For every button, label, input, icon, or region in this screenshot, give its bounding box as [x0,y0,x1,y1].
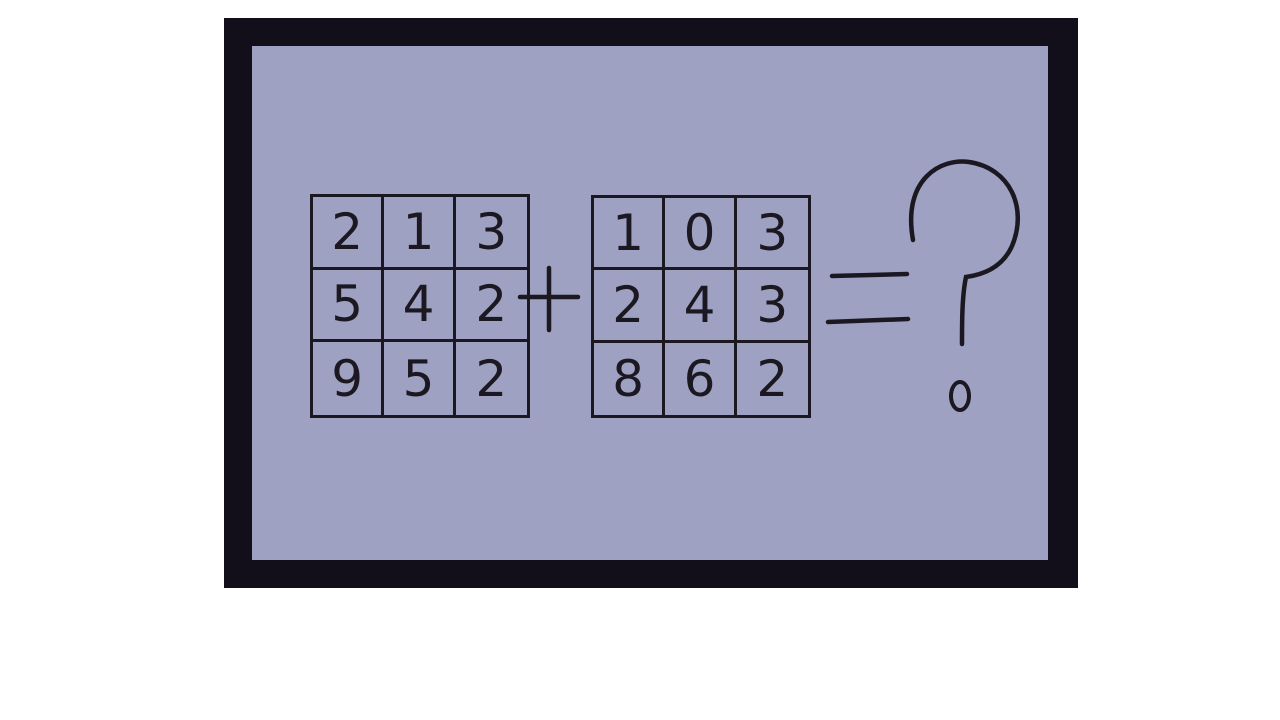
equals-sign-bottom-bar [825,316,911,325]
equation-drawing [517,159,1021,412]
question-mark-dot [949,380,971,412]
grid_right-cell-r1c2: 0 [665,198,737,271]
grid_left-cell-r2c1: 5 [313,269,385,343]
grid_right-cell-r3c2: 6 [665,342,737,415]
grid_left-cell-r3c1: 9 [313,342,385,415]
grid_left-cell-r3c2: 5 [384,342,456,415]
grid_right-cell-r2c1: 2 [594,270,666,343]
grid_left-cell-r1c3: 3 [455,197,527,270]
grid_right-cell-r3c1: 8 [594,342,666,415]
grid_right-cell-r1c3: 3 [736,198,808,271]
grid_right-cell-r1c1: 1 [594,198,666,271]
grid_left-cell-r2c3: 2 [455,270,527,343]
question-mark-hook [909,159,1021,347]
equals-sign-top-bar [829,271,910,279]
grid_left-cell-r3c3: 2 [475,349,508,408]
grid_left-cell-r1c2: 1 [384,197,456,270]
grid_right-cell-r3c3: 2 [756,349,789,408]
grid_left-cell-r2c2: 4 [384,269,456,343]
grid_right-cell-r2c3: 3 [736,270,808,343]
grid_right-cell-r2c2: 4 [665,270,737,343]
grid_left-cell-r1c1: 2 [313,197,385,270]
